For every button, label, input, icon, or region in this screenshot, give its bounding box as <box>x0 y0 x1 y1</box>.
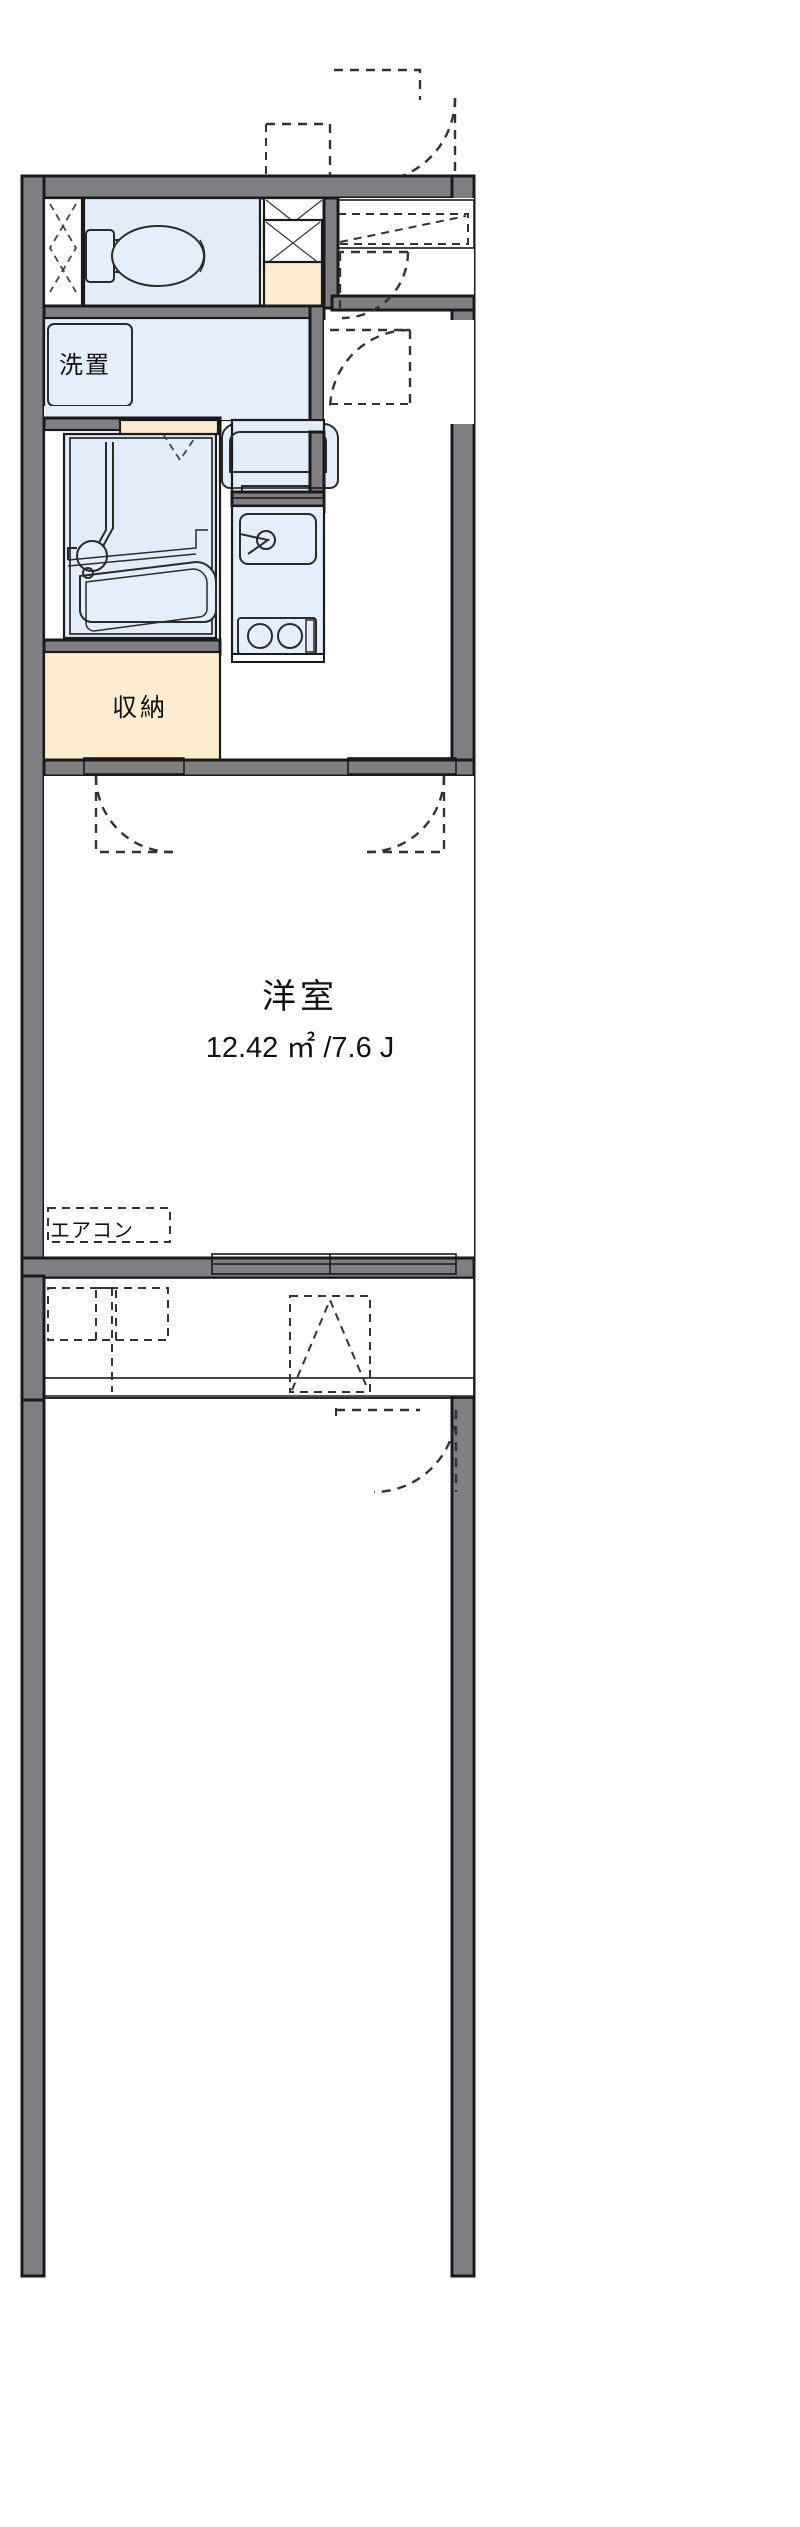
entrance-door-swing-outer <box>334 68 457 184</box>
stove-burners <box>237 617 317 655</box>
entrance-door-swing-inner <box>338 250 410 320</box>
laundry-label: 洗置 <box>59 351 111 379</box>
air-conditioner-label: エアコン <box>50 1218 134 1242</box>
closet-door-swing-top <box>265 122 332 177</box>
room-door-swing-left <box>94 775 180 854</box>
room-door-swing-right <box>360 775 446 854</box>
wall-entry-bottom <box>330 294 476 312</box>
balcony-meter-box <box>47 1287 169 1392</box>
wall-top <box>20 174 476 200</box>
balcony-escape-hatch <box>289 1295 371 1393</box>
toilet-bowl <box>85 225 206 287</box>
wall-left <box>20 174 46 2278</box>
storage-closet <box>42 650 222 764</box>
air-conditioner-box <box>47 1207 171 1243</box>
main-room-floor <box>44 776 474 1276</box>
wall-balcony-left <box>20 1274 46 1402</box>
shoe-cabinet-lower <box>262 260 324 310</box>
wall-basin-bottom <box>230 490 326 508</box>
kitchen-edge <box>231 653 325 663</box>
main-room-label: 洋室 <box>262 977 338 1017</box>
vanity-door-swing <box>328 328 412 411</box>
genkan-floor <box>332 198 474 302</box>
room-door-right-opening <box>347 757 457 775</box>
room-door-left-opening <box>83 757 185 775</box>
wall-entry-left <box>322 196 340 310</box>
bath-door <box>118 418 220 436</box>
kitchen-sink <box>239 513 317 565</box>
storage-label: 収納 <box>111 693 168 722</box>
bathtub <box>79 560 217 632</box>
wall-room-bottom <box>20 1256 476 1280</box>
neighbor-door-swing <box>335 1408 458 1494</box>
wall-vanity-left <box>308 304 326 434</box>
main-room-area-label: 12.42 ㎡ /7.6 J <box>205 1032 395 1064</box>
toilet-window <box>42 196 84 312</box>
vanity-area <box>324 320 474 424</box>
